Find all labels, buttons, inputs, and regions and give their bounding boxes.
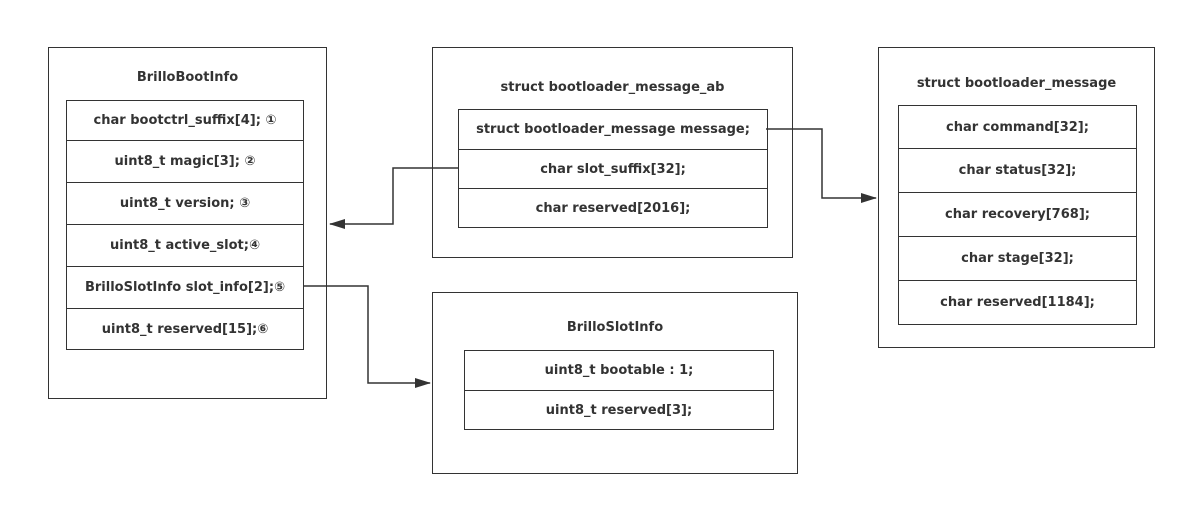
field-stage: char stage[32]; [899,237,1136,281]
field-bootable: uint8_t bootable : 1; [465,351,773,391]
field-reserved-1184: char reserved[1184]; [940,295,1095,310]
field-recovery: char recovery[768]; [899,193,1136,237]
brillo-boot-info-box: BrilloBootInfo char bootctrl_suffix[4]; … [48,47,327,399]
bootloader-message-title: struct bootloader_message [916,76,1117,91]
field-slot-suffix: char slot_suffix[32]; [459,150,767,189]
field-command: char command[32]; [899,106,1136,149]
field-reserved-15: uint8_t reserved[15];⑥ [101,321,269,337]
bootloader-message-ab-title: struct bootloader_message_ab [500,80,725,95]
bootloader-message-ab-fields: struct bootloader_message message; char … [458,109,768,228]
field-reserved-2016: char reserved[2016]; [535,200,691,216]
field-slot-info: BrilloSlotInfo slot_info[2];⑤ [67,267,303,309]
bootloader-message-ab-box: struct bootloader_message_ab struct boot… [432,47,793,258]
brillo-slot-info-title: BrilloSlotInfo [566,320,664,335]
brillo-slot-info-box: BrilloSlotInfo uint8_t bootable : 1; uin… [432,292,798,474]
field-active-slot: uint8_t active_slot;④ [67,225,303,267]
bootloader-message-box: struct bootloader_message char command[3… [878,47,1155,348]
field-version: uint8_t version; ③ [67,183,303,225]
field-reserved-3: uint8_t reserved[3]; [545,402,693,418]
bootloader-message-fields: char command[32]; char status[32]; char … [898,105,1137,325]
brillo-boot-info-fields: char bootctrl_suffix[4]; ① uint8_t magic… [66,100,304,350]
brillo-slot-info-fields: uint8_t bootable : 1; uint8_t reserved[3… [464,350,774,430]
brillo-boot-info-title: BrilloBootInfo [136,70,239,85]
field-status: char status[32]; [899,149,1136,193]
field-message: struct bootloader_message message; [459,110,767,150]
field-bootctrl-suffix: char bootctrl_suffix[4]; ① [67,101,303,141]
field-magic: uint8_t magic[3]; ② [67,141,303,183]
